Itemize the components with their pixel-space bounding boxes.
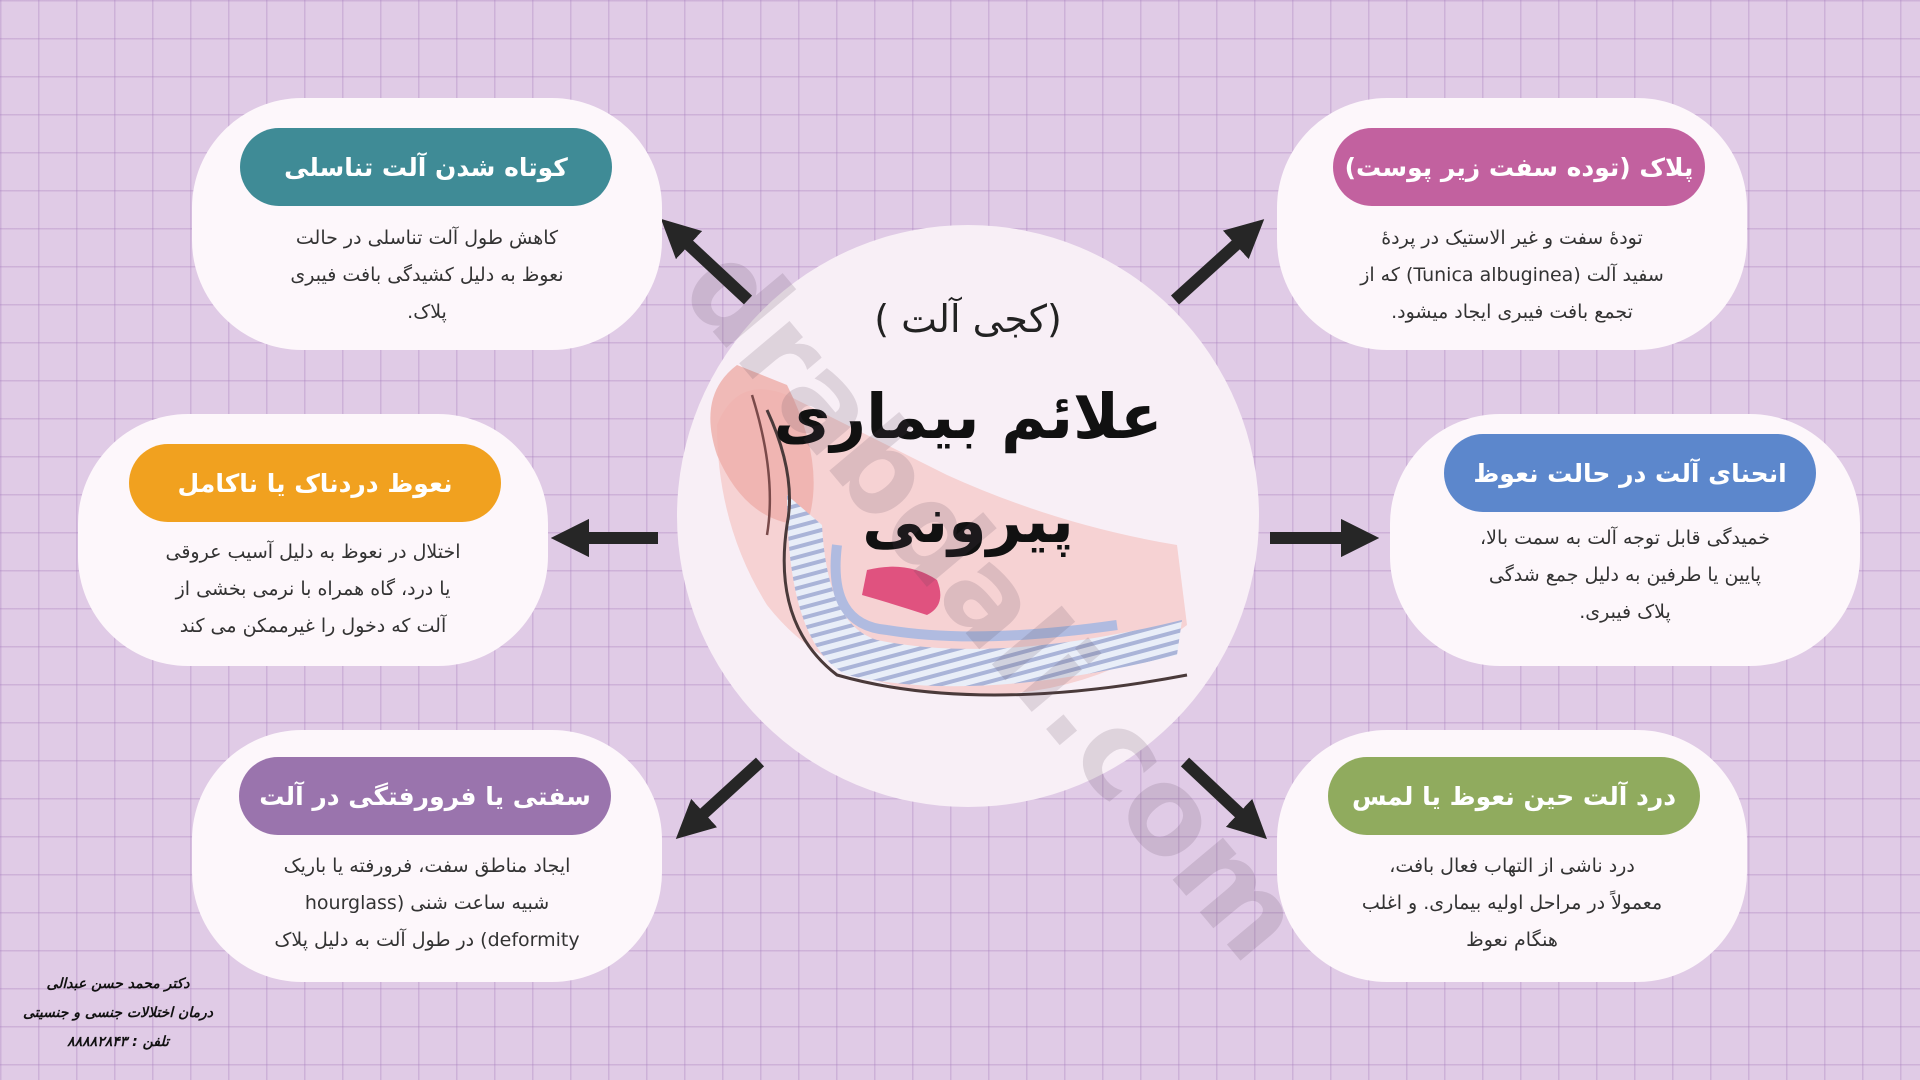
card-painful-erection: نعوظ دردناک یا ناکامل اختلال در نعوظ به … xyxy=(78,414,548,666)
anatomy-illustration xyxy=(710,365,1188,697)
signature-phone: تلفن : ۸۸۸۸۲۸۴۳ xyxy=(67,1034,169,1050)
card-curvature-desc: خمیدگی قابل توجه آلت به سمت بالا، پایین … xyxy=(1480,527,1770,623)
center-circle: (کجی آلت ) علائم بیماری پیرونی xyxy=(677,225,1259,807)
card-painful-erection-desc: اختلال در نعوظ به دلیل آسیب عروقی یا درد… xyxy=(165,541,461,637)
card-plaque-title: پلاک (توده سفت زیر پوست) xyxy=(1333,128,1705,206)
card-pain-desc: درد ناشی از التهاب فعال بافت، معمولاً در… xyxy=(1361,855,1663,951)
doctor-signature: دکتر محمد حسن عبدالی درمان اختلالات جنسی… xyxy=(18,970,218,1057)
arrow-top-left xyxy=(660,218,753,305)
arrow-top-right xyxy=(1170,219,1265,305)
arrow-bottom-right xyxy=(1180,757,1267,840)
card-plaque: پلاک (توده سفت زیر پوست) تودهٔ سفت و غیر… xyxy=(1277,98,1747,350)
center-title: علائم بیماری پیرونی xyxy=(677,365,1259,573)
signature-name: دکتر محمد حسن عبدالی xyxy=(46,976,190,992)
card-painful-erection-title: نعوظ دردناک یا ناکامل xyxy=(129,444,501,522)
card-hardness: سفتی یا فرورفتگی در آلت ایجاد مناطق سفت،… xyxy=(192,730,662,982)
card-curvature-title: انحنای آلت در حالت نعوظ xyxy=(1444,434,1816,512)
signature-specialty: درمان اختلالات جنسی و جنسیتی xyxy=(22,1005,214,1021)
center-title-line2: پیرونی xyxy=(862,484,1074,557)
card-hardness-title: سفتی یا فرورفتگی در آلت xyxy=(239,757,611,835)
center-title-line1: علائم بیماری xyxy=(773,380,1163,453)
card-shortening-desc: کاهش طول آلت تناسلی در حالت نعوظ به دلیل… xyxy=(290,227,564,323)
card-pain-title: درد آلت حین نعوظ یا لمس xyxy=(1328,757,1700,835)
card-shortening-title: کوتاه شدن آلت تناسلی xyxy=(240,128,612,206)
card-curvature: انحنای آلت در حالت نعوظ خمیدگی قابل توجه… xyxy=(1390,414,1860,666)
card-hardness-desc: ایجاد مناطق سفت، فرورفته یا باریک شبیه س… xyxy=(274,855,580,951)
card-pain: درد آلت حین نعوظ یا لمس درد ناشی از الته… xyxy=(1277,730,1747,982)
card-shortening: کوتاه شدن آلت تناسلی کاهش طول آلت تناسلی… xyxy=(192,98,662,350)
arrow-bottom-left xyxy=(675,757,765,839)
center-subtitle: (کجی آلت ) xyxy=(874,297,1062,341)
card-plaque-desc: تودهٔ سفت و غیر الاستیک در پردهٔ سفید آل… xyxy=(1360,227,1664,323)
